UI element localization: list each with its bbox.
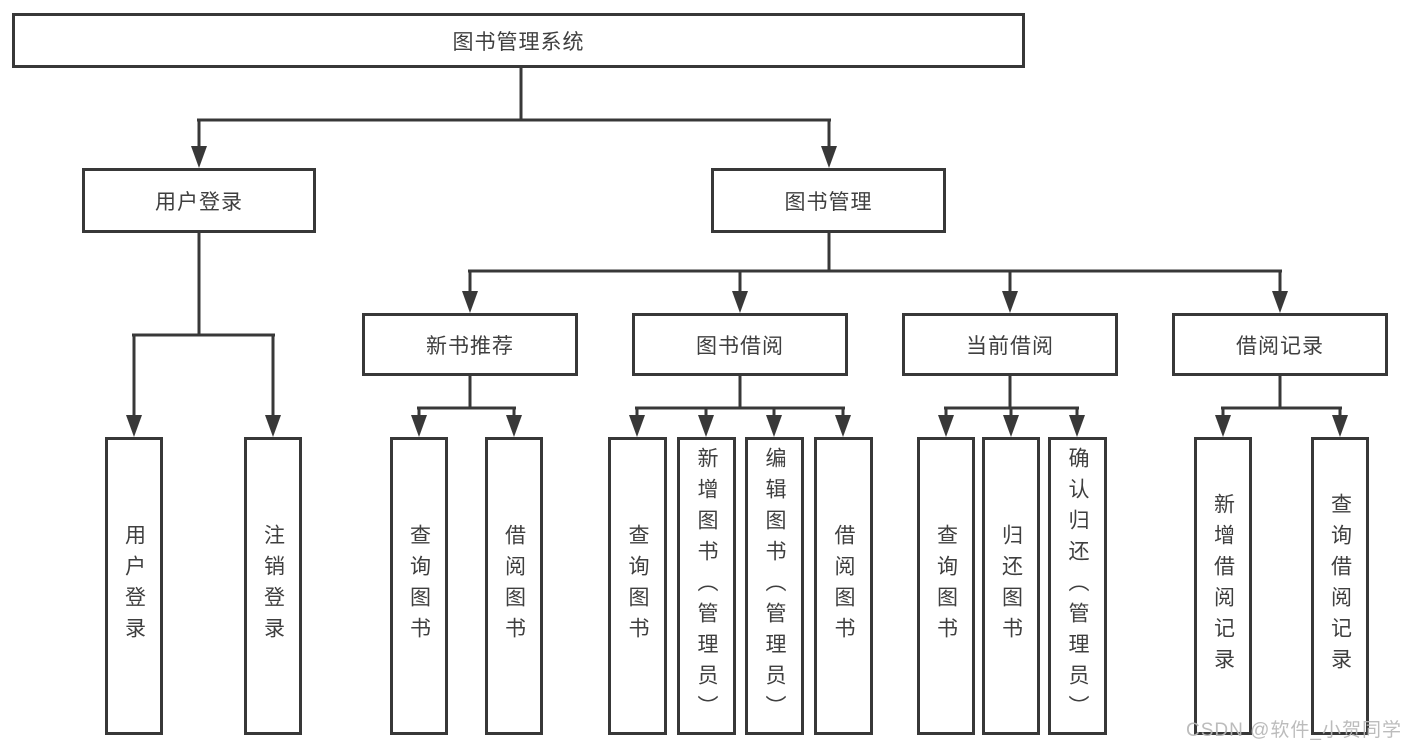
- connector-book-mgmt-children: [462, 233, 1288, 313]
- node-book-management: 图书管理: [711, 168, 946, 233]
- csdn-watermark: CSDN @软件_小贺同学: [1186, 720, 1402, 741]
- col-return-book: 归还图书: [982, 437, 1040, 735]
- node-book-borrow: 图书借阅: [632, 313, 848, 376]
- node-user-login: 用户登录: [82, 168, 316, 233]
- col-query-books-current: 查询图书: [917, 437, 975, 735]
- col-user-login: 用户登录: [105, 437, 163, 735]
- col-borrow-books-borrow: 借阅图书: [814, 437, 873, 735]
- col-query-books-borrow: 查询图书: [608, 437, 667, 735]
- col-confirm-return-admin: 确认归还（管理员）: [1048, 437, 1107, 735]
- col-query-books-recommend: 查询图书: [390, 437, 448, 735]
- connector-new-book-children: [411, 376, 522, 437]
- col-borrow-books-recommend: 借阅图书: [485, 437, 543, 735]
- col-query-borrow-record: 查询借阅记录: [1311, 437, 1369, 735]
- connector-book-borrow-children: [629, 376, 851, 437]
- col-add-borrow-record: 新增借阅记录: [1194, 437, 1252, 735]
- node-new-book-recommend: 新书推荐: [362, 313, 578, 376]
- col-edit-book-admin: 编辑图书（管理员）: [745, 437, 804, 735]
- node-system-root: 图书管理系统: [12, 13, 1025, 68]
- connector-current-borrow-children: [938, 376, 1085, 437]
- connector-borrow-records-children: [1215, 376, 1348, 437]
- col-logout: 注销登录: [244, 437, 302, 735]
- connector-user-login-children: [126, 233, 281, 437]
- node-current-borrow: 当前借阅: [902, 313, 1118, 376]
- connector-root-to-level1: [191, 68, 837, 168]
- col-add-book-admin: 新增图书（管理员）: [677, 437, 736, 735]
- node-borrow-records: 借阅记录: [1172, 313, 1388, 376]
